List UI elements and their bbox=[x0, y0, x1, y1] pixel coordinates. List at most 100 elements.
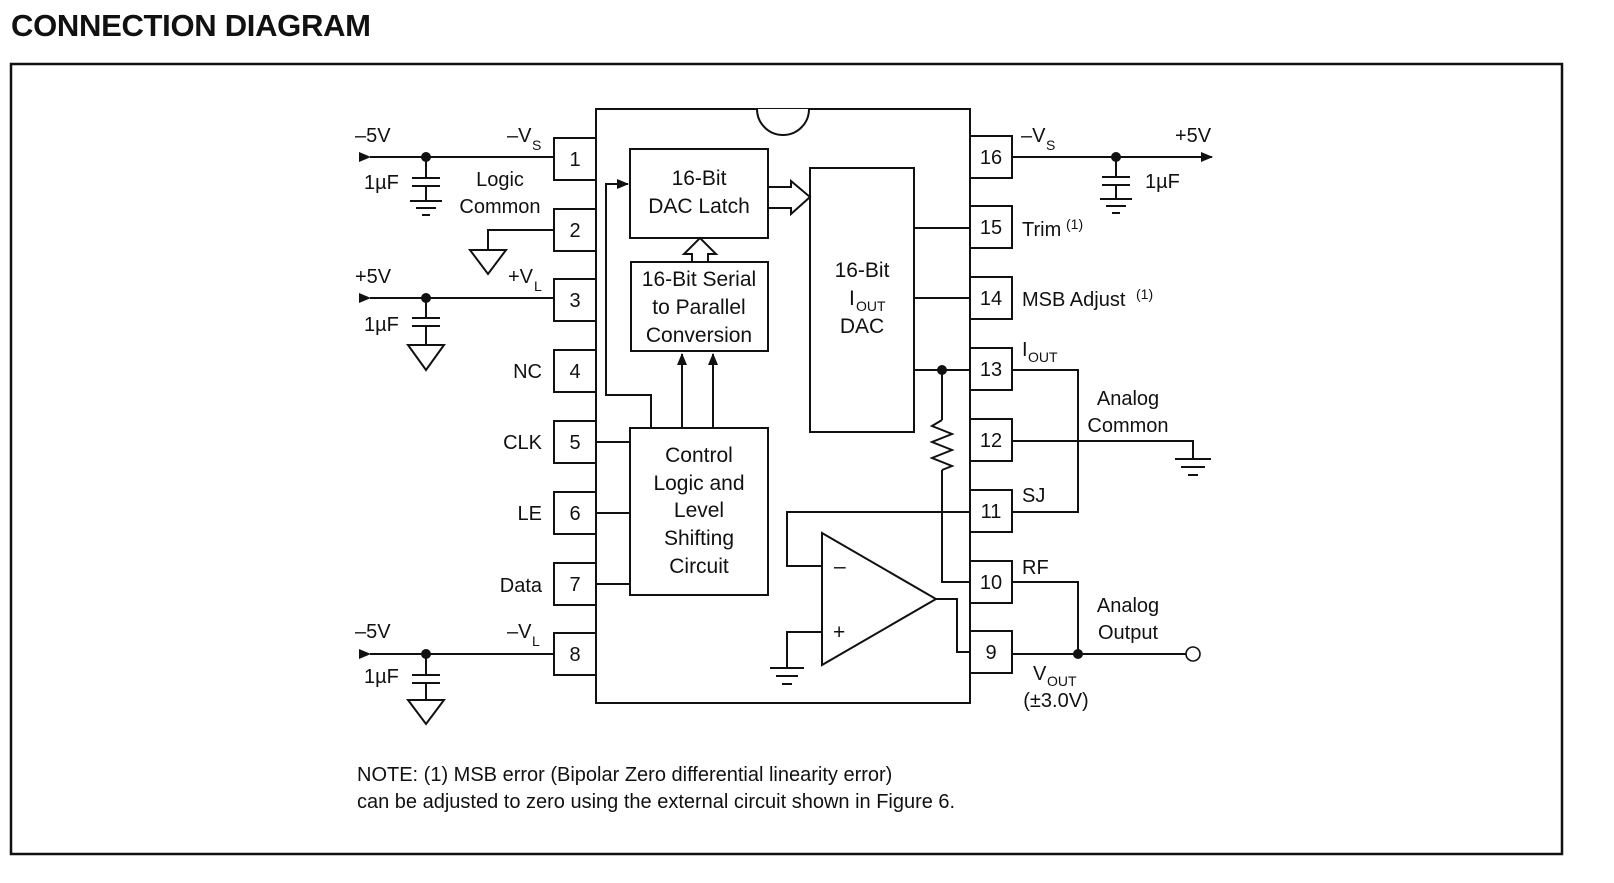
note-line-2: can be adjusted to zero using the extern… bbox=[357, 791, 955, 813]
svg-text:S: S bbox=[1046, 137, 1055, 153]
label-common: Common bbox=[459, 196, 540, 218]
label-neg5v-bottom: –5V bbox=[355, 621, 391, 643]
dac-latch-block: 16-Bit DAC Latch bbox=[629, 148, 769, 239]
junction-dot-pin8 bbox=[421, 649, 431, 659]
label-vl-pos: +V bbox=[508, 266, 534, 288]
svg-text:–: – bbox=[834, 555, 846, 578]
label-clk: CLK bbox=[503, 432, 543, 454]
right-pins bbox=[969, 135, 1013, 674]
junction-dot-iout bbox=[937, 365, 947, 375]
bus-arrow-serial-to-latch bbox=[681, 236, 719, 263]
svg-text:(1): (1) bbox=[1066, 216, 1083, 232]
internal-wiring bbox=[596, 179, 970, 685]
iout-dac-block: 16-Bit I OUT DAC bbox=[809, 167, 915, 433]
pin-number-10: 10 bbox=[980, 572, 1002, 594]
pin-13 bbox=[969, 347, 1013, 391]
svg-text:Conversion: Conversion bbox=[646, 324, 752, 347]
svg-text:Circuit: Circuit bbox=[669, 555, 729, 578]
left-external-wiring bbox=[359, 152, 554, 726]
pin-number-14: 14 bbox=[980, 288, 1002, 310]
pin-number-16: 16 bbox=[980, 147, 1002, 169]
svg-text:(1): (1) bbox=[1136, 286, 1153, 302]
left-pins bbox=[553, 137, 597, 676]
svg-text:OUT: OUT bbox=[1047, 673, 1077, 689]
svg-text:DAC Latch: DAC Latch bbox=[648, 195, 750, 218]
pin-14 bbox=[969, 276, 1013, 320]
label-analog-common-1: Analog bbox=[1097, 388, 1159, 410]
label-vl-neg: –V bbox=[507, 621, 532, 643]
svg-text:L: L bbox=[532, 633, 540, 649]
svg-text:S: S bbox=[532, 137, 541, 153]
pin-number-13: 13 bbox=[980, 359, 1002, 381]
label-cap-3: 1µF bbox=[364, 314, 399, 336]
pin-5 bbox=[553, 420, 597, 464]
pin-number-4: 4 bbox=[569, 361, 580, 383]
label-cap-1: 1µF bbox=[364, 172, 399, 194]
label-logic: Logic bbox=[476, 169, 524, 191]
pin-number-3: 3 bbox=[569, 290, 580, 312]
label-iout: I bbox=[1022, 339, 1028, 361]
label-vs-right: –V bbox=[1021, 125, 1046, 147]
label-trim: Trim bbox=[1022, 219, 1061, 241]
pin-4 bbox=[553, 349, 597, 393]
label-analog-output-1: Analog bbox=[1097, 595, 1159, 617]
junction-dot-pin1 bbox=[421, 152, 431, 162]
right-labels: –V S +5V 1µF Trim (1) MSB Adjust (1) I O… bbox=[1021, 125, 1212, 712]
pin-number-1: 1 bbox=[569, 149, 580, 171]
pin-number-9: 9 bbox=[985, 642, 996, 664]
label-analog-output-2: Output bbox=[1098, 622, 1158, 644]
pin-3 bbox=[553, 278, 597, 322]
bus-arrow-latch-to-dac bbox=[767, 178, 812, 217]
svg-text:OUT: OUT bbox=[1028, 349, 1058, 365]
output-terminal bbox=[1185, 646, 1201, 662]
svg-text:L: L bbox=[534, 278, 542, 294]
label-vs-left: –V bbox=[507, 125, 532, 147]
pin-number-11: 11 bbox=[981, 501, 1002, 523]
op-amp: – + bbox=[821, 531, 938, 667]
svg-text:Control: Control bbox=[665, 444, 733, 467]
pin-number-8: 8 bbox=[569, 644, 580, 666]
pin-number-12: 12 bbox=[980, 430, 1002, 452]
footnote: NOTE: (1) MSB error (Bipolar Zero differ… bbox=[357, 764, 955, 813]
svg-text:16-Bit Serial: 16-Bit Serial bbox=[642, 268, 756, 291]
label-nc: NC bbox=[513, 361, 542, 383]
junction-dot-vout bbox=[1073, 649, 1083, 659]
svg-text:+: + bbox=[833, 621, 845, 644]
label-msb-adjust: MSB Adjust bbox=[1022, 289, 1126, 311]
svg-text:Logic and: Logic and bbox=[653, 472, 744, 495]
label-cap-16: 1µF bbox=[1145, 171, 1180, 193]
label-rf: RF bbox=[1022, 557, 1049, 579]
label-le: LE bbox=[518, 503, 542, 525]
pin-1 bbox=[553, 137, 597, 181]
label-cap-8: 1µF bbox=[364, 666, 399, 688]
pin-number-6: 6 bbox=[569, 503, 580, 525]
pin-number-2: 2 bbox=[569, 220, 580, 242]
pin-number-7: 7 bbox=[569, 574, 580, 596]
pin-2 bbox=[553, 208, 597, 252]
left-labels: –5V –V S 1µF Logic Common +5V +V L 1µF N… bbox=[355, 125, 543, 688]
svg-text:DAC: DAC bbox=[840, 315, 884, 338]
label-vout-range: (±3.0V) bbox=[1023, 690, 1088, 712]
svg-text:I: I bbox=[849, 287, 855, 310]
pin-numbers: 1 2 3 4 5 6 7 8 16 15 14 13 12 11 10 9 bbox=[569, 147, 1002, 666]
pin-number-15: 15 bbox=[980, 217, 1002, 239]
label-vout: V bbox=[1033, 663, 1047, 685]
control-logic-block: Control Logic and Level Shifting Circuit bbox=[629, 427, 769, 596]
note-line-1: NOTE: (1) MSB error (Bipolar Zero differ… bbox=[357, 764, 892, 786]
diagram-frame bbox=[9, 62, 1564, 856]
label-data: Data bbox=[500, 575, 543, 597]
label-neg5v-top: –5V bbox=[355, 125, 391, 147]
label-pos5v-right: +5V bbox=[1175, 125, 1212, 147]
svg-text:to Parallel: to Parallel bbox=[652, 296, 745, 319]
junction-dot-pin3 bbox=[421, 293, 431, 303]
junction-dot-pin16 bbox=[1111, 152, 1121, 162]
pin-number-5: 5 bbox=[569, 432, 580, 454]
label-sj: SJ bbox=[1022, 485, 1045, 507]
pin-12 bbox=[969, 418, 1013, 462]
label-analog-common-2: Common bbox=[1087, 415, 1168, 437]
label-pos5v-left: +5V bbox=[355, 266, 392, 288]
svg-text:16-Bit: 16-Bit bbox=[835, 259, 890, 282]
svg-text:Shifting: Shifting bbox=[664, 527, 734, 550]
serial-to-parallel-block: 16-Bit Serial to Parallel Conversion bbox=[630, 261, 769, 352]
